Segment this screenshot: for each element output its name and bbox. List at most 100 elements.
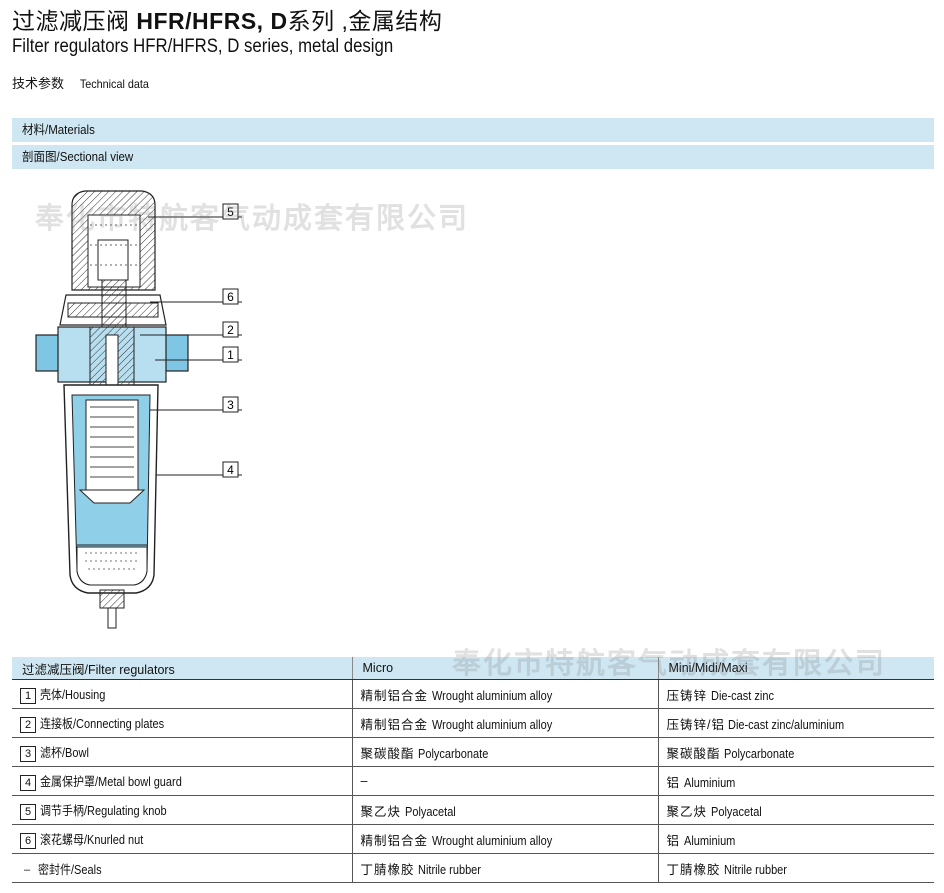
header-filter-regulators: 过滤减压阀/Filter regulators	[12, 657, 352, 680]
part-name: 密封件/Seals	[38, 862, 102, 877]
part-name: 连接板/Connecting plates	[40, 717, 165, 732]
page-title-en: Filter regulators HFR/HFRS, D series, me…	[12, 35, 394, 57]
micro-material-cell: 聚乙炔 Polyacetal	[351, 795, 658, 825]
micro-material-cn: 精制铝合金	[360, 833, 429, 848]
title-cn-code: HFR/HFRS, D	[136, 8, 288, 34]
maxi-material-en: Die-cast zinc/aluminium	[728, 717, 845, 732]
maxi-material-cell: 压铸锌 Die-cast zinc	[657, 679, 934, 709]
housing-shape	[35, 326, 189, 396]
watermark-top: 奉化市特航客气动成套有限公司	[35, 203, 470, 235]
micro-material-cn: 精制铝合金	[360, 717, 429, 732]
maxi-material-en: Aluminium	[683, 833, 735, 848]
part-number-box: –	[23, 864, 31, 877]
micro-material-cn: 精制铝合金	[360, 688, 429, 703]
micro-material-cell: 精制铝合金 Wrought aluminium alloy	[351, 679, 658, 709]
maxi-material-en: Polyacetal	[710, 804, 762, 819]
part-number-box: 6	[20, 832, 36, 849]
maxi-material-cell: 铝 Aluminium	[657, 824, 934, 854]
maxi-material-cn: 聚乙炔	[666, 804, 708, 819]
part-number-box: 3	[20, 745, 36, 762]
part-number-box: 2	[20, 716, 36, 733]
bowl-shape	[63, 384, 159, 594]
maxi-material-cn: 聚碳酸酯	[666, 746, 721, 761]
table-row: 6 滚花螺母/Knurled nut 精制铝合金 Wrought aluminium…	[12, 824, 934, 854]
part-cell: 1 壳体/Housing	[12, 679, 352, 709]
part-cell: 2 连接板/Connecting plates	[12, 708, 352, 738]
drain-shape	[99, 589, 125, 629]
table-row: 1 壳体/Housing 精制铝合金 Wrought aluminium alloy…	[12, 679, 934, 709]
part-name: 调节手柄/Regulating knob	[40, 804, 167, 819]
micro-material-en: Wrought aluminium alloy	[431, 833, 552, 848]
maxi-material-en: Nitrile rubber	[724, 862, 787, 877]
maxi-material-cell: 聚碳酸酯 Polycarbonate	[657, 737, 934, 767]
part-name: 滤杯/Bowl	[40, 746, 89, 761]
maxi-material-cn: 压铸锌	[666, 688, 708, 703]
svg-text:5: 5	[227, 205, 234, 219]
maxi-material-cn: 铝	[666, 775, 681, 790]
part-cell: 3 滤杯/Bowl	[12, 737, 352, 767]
micro-material-en: Polycarbonate	[418, 746, 489, 761]
svg-text:6: 6	[227, 290, 234, 304]
table-header-row: 过滤减压阀/Filter regulators Micro Mini/Midi/…	[12, 657, 934, 680]
materials-label: 材料/Materials	[22, 123, 95, 137]
micro-material-cell: 聚碳酸酯 Polycarbonate	[351, 737, 658, 767]
micro-material-cell: 精制铝合金 Wrought aluminium alloy	[351, 824, 658, 854]
micro-material-en: Wrought aluminium alloy	[431, 688, 552, 703]
callout-6: 6	[222, 288, 239, 305]
tech-data-cn: 技术参数	[12, 76, 65, 91]
part-name: 金属保护罩/Metal bowl guard	[40, 775, 182, 790]
micro-material-cell: –	[351, 766, 658, 796]
header-micro: Micro	[351, 657, 658, 680]
part-cell: 6 滚花螺母/Knurled nut	[12, 824, 352, 854]
callout-labels: 5 6 2 1 3 4	[222, 203, 239, 478]
micro-material-cn: 聚碳酸酯	[360, 746, 415, 761]
micro-material-cn: 聚乙炔	[360, 804, 402, 819]
sectional-view-drawing: 5 6 2 1 3 4	[35, 190, 242, 629]
maxi-material-en: Polycarbonate	[724, 746, 795, 761]
part-name: 壳体/Housing	[40, 688, 106, 703]
svg-text:1: 1	[227, 348, 234, 362]
micro-material-en: Wrought aluminium alloy	[431, 717, 552, 732]
micro-material-cn: –	[360, 774, 369, 788]
micro-material-cn: 丁腈橡胶	[360, 862, 415, 877]
technical-data-heading: 技术参数 Technical data	[12, 73, 153, 92]
watermark-bottom: 奉化市特航客气动成套有限公司	[452, 648, 887, 680]
header-mini-midi-maxi: Mini/Midi/Maxi	[657, 657, 934, 680]
materials-band: 材料/Materials	[12, 118, 934, 142]
maxi-material-cell: 丁腈橡胶 Nitrile rubber	[657, 853, 934, 883]
table-row: 2 连接板/Connecting plates 精制铝合金 Wrought alum…	[12, 708, 934, 738]
part-number-box: 4	[20, 774, 36, 791]
title-cn-suffix: 系列 ,金属结构	[287, 8, 443, 34]
callout-2: 2	[222, 321, 239, 338]
part-cell: 4 金属保护罩/Metal bowl guard	[12, 766, 352, 796]
svg-text:2: 2	[227, 323, 234, 337]
svg-text:3: 3	[227, 398, 234, 412]
maxi-material-cell: 压铸锌/铝 Die-cast zinc/aluminium	[657, 708, 934, 738]
sectional-view-label: 剖面图/Sectional view	[22, 150, 134, 164]
part-name: 滚花螺母/Knurled nut	[40, 833, 144, 848]
callout-3: 3	[222, 396, 239, 413]
maxi-material-cell: 聚乙炔 Polyacetal	[657, 795, 934, 825]
callout-4: 4	[222, 461, 239, 478]
micro-material-en: Polyacetal	[404, 804, 456, 819]
svg-text:4: 4	[227, 463, 234, 477]
part-number-box: 1	[20, 687, 36, 704]
maxi-material-en: Die-cast zinc	[710, 688, 774, 703]
maxi-material-cn: 铝	[666, 833, 681, 848]
micro-material-cell: 丁腈橡胶 Nitrile rubber	[351, 853, 658, 883]
sectional-view-band: 剖面图/Sectional view	[12, 145, 934, 169]
tech-data-en: Technical data	[79, 77, 149, 91]
bonnet-shape	[59, 279, 167, 331]
callout-5: 5	[222, 203, 239, 220]
micro-material-cell: 精制铝合金 Wrought aluminium alloy	[351, 708, 658, 738]
micro-material-en: Nitrile rubber	[418, 862, 481, 877]
maxi-material-cn: 压铸锌/铝	[666, 717, 725, 732]
materials-table: 过滤减压阀/Filter regulators Micro Mini/Midi/…	[12, 657, 934, 883]
maxi-material-cell: 铝 Aluminium	[657, 766, 934, 796]
callout-1: 1	[222, 346, 239, 363]
maxi-material-en: Aluminium	[683, 775, 735, 790]
